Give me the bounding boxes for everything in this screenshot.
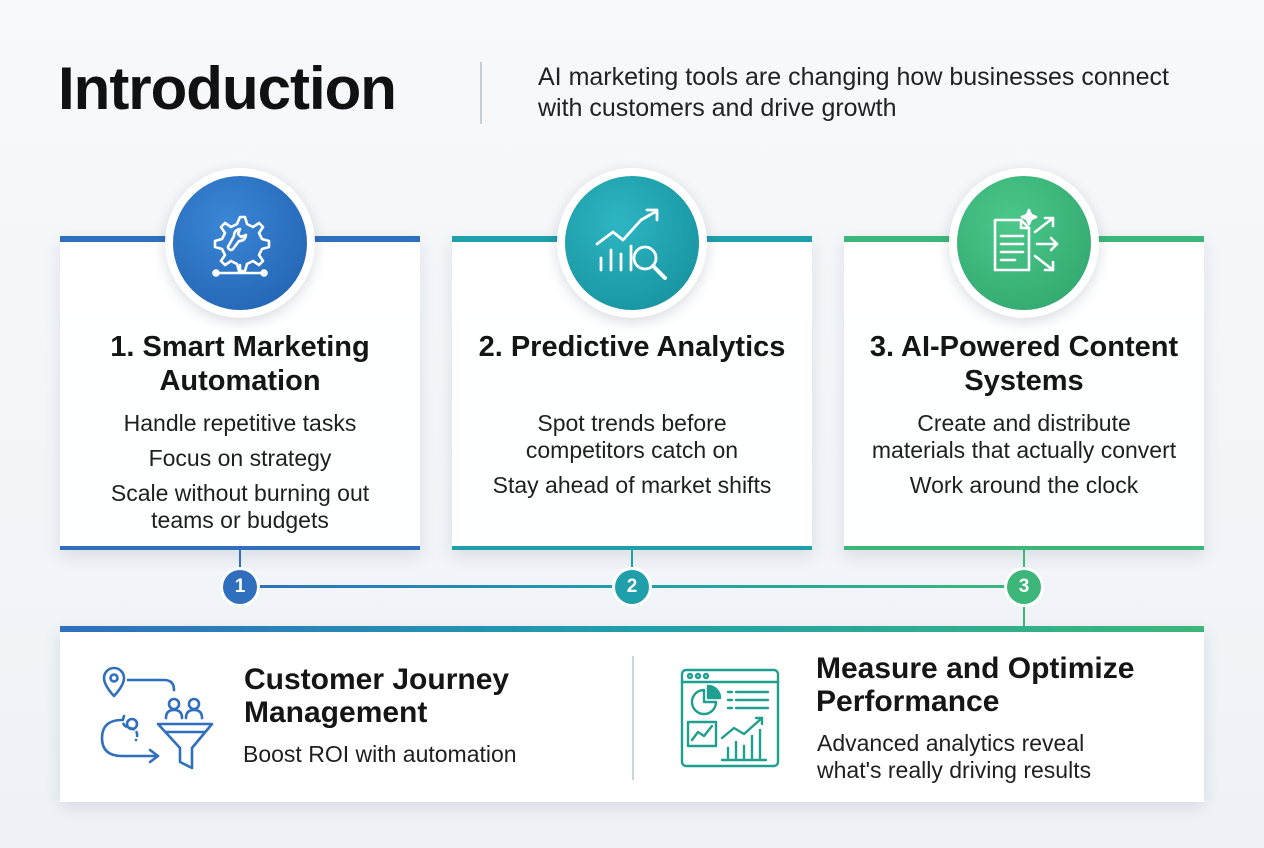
card-points: Create and distribute materials that act…	[844, 410, 1204, 507]
card-title: 3. AI-Powered Content Systems	[869, 331, 1179, 397]
step-badge-1: 1	[223, 570, 257, 604]
customer-journey-funnel-icon	[100, 666, 214, 770]
connector-3-down	[1023, 604, 1025, 628]
connector-2	[631, 550, 633, 572]
analytics-dashboard-icon	[680, 668, 780, 768]
card-title: 1. Smart Marketing Automation	[110, 331, 370, 397]
step-badge-2: 2	[615, 570, 649, 604]
step-badge-3: 3	[1007, 570, 1041, 604]
card-point: Work around the clock	[909, 472, 1139, 498]
card-ai-powered-content-systems: 3. AI-Powered Content Systems Create and…	[844, 236, 1204, 550]
card-points: Handle repetitive tasks Focus on strateg…	[60, 410, 420, 542]
card-point: Focus on strategy	[148, 445, 332, 471]
bottom-right-body: Advanced analytics reveal what's really …	[817, 730, 1092, 783]
document-arrows-icon-badge	[949, 168, 1099, 318]
bottom-divider	[632, 656, 634, 780]
bottom-left-title: Customer Journey Management	[244, 663, 510, 729]
header-subtitle: AI marketing tools are changing how busi…	[538, 63, 1169, 122]
gear-wrench-icon	[212, 215, 271, 277]
chart-magnifier-icon-badge	[557, 168, 707, 318]
document-arrows-icon	[993, 208, 1059, 272]
bottom-left-body: Boost ROI with automation	[243, 741, 517, 767]
gear-wrench-icon-badge	[165, 168, 315, 318]
bottom-right-title: Measure and Optimize Performance	[816, 652, 1135, 718]
card-point: Create and distribute materials that act…	[871, 410, 1177, 463]
card-points: Spot trends before competitors catch on …	[452, 410, 812, 507]
chart-magnifier-icon	[595, 208, 667, 280]
card-point: Spot trends before competitors catch on	[525, 410, 739, 463]
connector-1	[239, 550, 241, 572]
connector-3	[1023, 550, 1025, 572]
card-point: Scale without burning out teams or budge…	[110, 480, 370, 533]
page-title: Introduction	[58, 55, 397, 122]
header-divider	[480, 62, 482, 124]
card-point: Handle repetitive tasks	[123, 410, 357, 436]
card-title: 2. Predictive Analytics	[478, 331, 786, 363]
card-point: Stay ahead of market shifts	[492, 472, 772, 498]
